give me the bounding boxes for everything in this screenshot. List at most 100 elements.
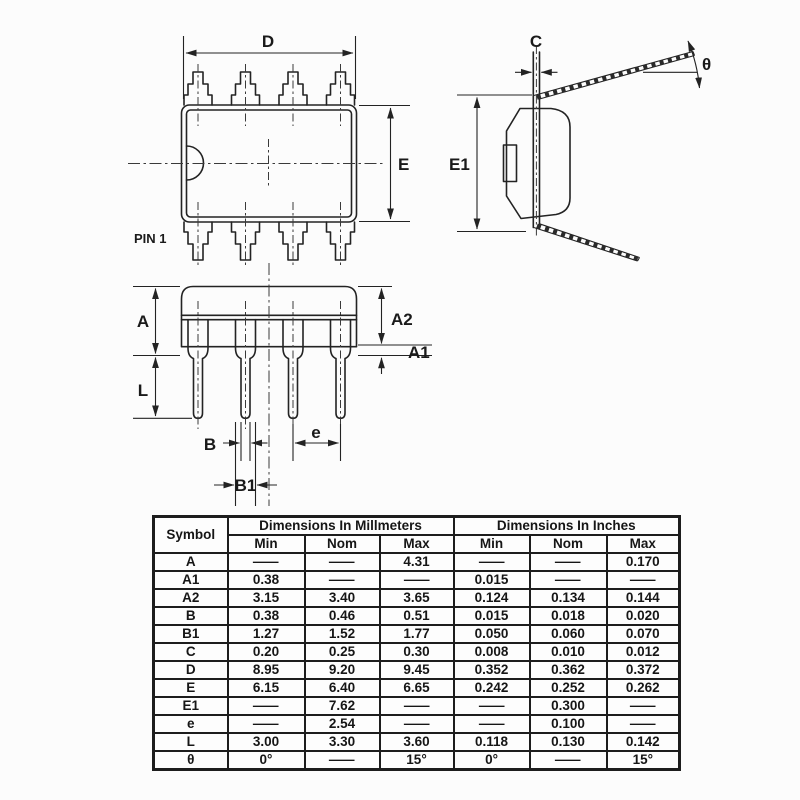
value-cell: — — [452, 552, 531, 572]
table-header-row: Symbol Dimensions In Millmeters Dimensio… — [152, 515, 681, 554]
value-cell: 0.130 — [528, 732, 608, 752]
max-header: Max — [378, 534, 455, 554]
package-body-outline — [180, 285, 358, 348]
symbol-cell: θ — [152, 750, 229, 771]
value-cell: 0.100 — [528, 714, 608, 734]
mm-group-header: Dimensions In Millmeters — [226, 515, 455, 536]
table-subheader-row: Min Nom Max Min Nom Max — [154, 534, 681, 554]
dim-label-D: D — [262, 32, 274, 51]
value-cell: 1.27 — [226, 624, 306, 644]
bent-lead-outline — [539, 223, 640, 259]
value-cell: — — [528, 552, 608, 572]
value-cell: — — [303, 552, 381, 572]
value-cell: 9.45 — [378, 660, 455, 680]
symbol-cell: B — [152, 606, 229, 626]
value-cell: 0.25 — [303, 642, 381, 662]
value-cell: 3.00 — [226, 732, 306, 752]
min-header: Min — [226, 534, 306, 554]
value-cell: 0.46 — [303, 606, 381, 626]
package-body-outline — [505, 107, 571, 220]
pin — [230, 221, 261, 261]
value-cell: 2.54 — [303, 714, 381, 734]
value-cell: 3.60 — [378, 732, 455, 752]
value-cell: 4.31 — [378, 552, 455, 572]
max-header: Max — [605, 534, 681, 554]
bent-lead-tip — [637, 257, 640, 262]
value-cell: 0.070 — [605, 624, 681, 644]
value-cell: — — [452, 714, 531, 734]
value-cell: — — [452, 696, 531, 716]
value-cell: — — [528, 750, 608, 771]
symbol-cell: C — [152, 642, 229, 662]
value-cell: 0.300 — [528, 696, 608, 716]
value-cell: 3.65 — [378, 588, 455, 608]
table-row: A——4.31——0.170 — [152, 552, 681, 572]
value-cell: — — [303, 750, 381, 771]
value-cell: 6.65 — [378, 678, 455, 698]
front-view: A L A2 A1 B e B1 — [133, 263, 432, 506]
dim-label-A: A — [137, 312, 149, 331]
value-cell: 0.050 — [452, 624, 531, 644]
value-cell: 0.020 — [605, 606, 681, 626]
value-cell: 0.124 — [452, 588, 531, 608]
pin1-label: PIN 1 — [134, 231, 167, 246]
dim-label-theta: θ — [702, 55, 711, 74]
value-cell: 0.015 — [452, 570, 531, 590]
angle-arc — [687, 40, 702, 89]
table-row: e—2.54——0.100— — [152, 714, 681, 734]
value-cell: 0.30 — [378, 642, 455, 662]
dim-label-B: B — [204, 435, 216, 454]
value-cell: — — [303, 570, 381, 590]
value-cell: 1.77 — [378, 624, 455, 644]
value-cell: — — [226, 696, 306, 716]
value-cell: 0.170 — [605, 552, 681, 572]
min-header: Min — [452, 534, 531, 554]
value-cell: 0.134 — [528, 588, 608, 608]
value-cell: — — [226, 714, 306, 734]
value-cell: 0.142 — [605, 732, 681, 752]
value-cell: 3.30 — [303, 732, 381, 752]
dim-label-A1: A1 — [408, 343, 430, 362]
table-row: E1—7.62——0.300— — [152, 696, 681, 716]
value-cell: 0.010 — [528, 642, 608, 662]
dimensions-table: Symbol Dimensions In Millmeters Dimensio… — [152, 515, 682, 771]
value-cell: — — [378, 714, 455, 734]
value-cell: 3.15 — [226, 588, 306, 608]
value-cell: 0.144 — [605, 588, 681, 608]
pin — [325, 221, 356, 261]
bent-lead-outline — [533, 50, 694, 97]
pin1-notch — [502, 144, 518, 183]
value-cell: 0.015 — [452, 606, 531, 626]
value-cell: 0.38 — [226, 570, 306, 590]
symbol-cell: E — [152, 678, 229, 698]
value-cell: — — [226, 552, 306, 572]
dim-label-L: L — [138, 381, 148, 400]
dim-label-e: e — [311, 423, 320, 442]
value-cell: 0.262 — [605, 678, 681, 698]
dim-label-B1: B1 — [235, 476, 257, 495]
value-cell: 6.40 — [303, 678, 381, 698]
value-cell: 1.52 — [303, 624, 381, 644]
symbol-cell: E1 — [152, 696, 229, 716]
dim-label-E: E — [398, 155, 409, 174]
pin — [183, 221, 213, 261]
value-cell: 8.95 — [226, 660, 306, 680]
value-cell: 0.362 — [528, 660, 608, 680]
value-cell: 6.15 — [226, 678, 306, 698]
value-cell: 0.008 — [452, 642, 531, 662]
symbol-cell: A2 — [152, 588, 229, 608]
nom-header: Nom — [303, 534, 381, 554]
value-cell: 0.018 — [528, 606, 608, 626]
bent-lead-hatching — [536, 51, 695, 100]
value-cell: — — [605, 714, 681, 734]
